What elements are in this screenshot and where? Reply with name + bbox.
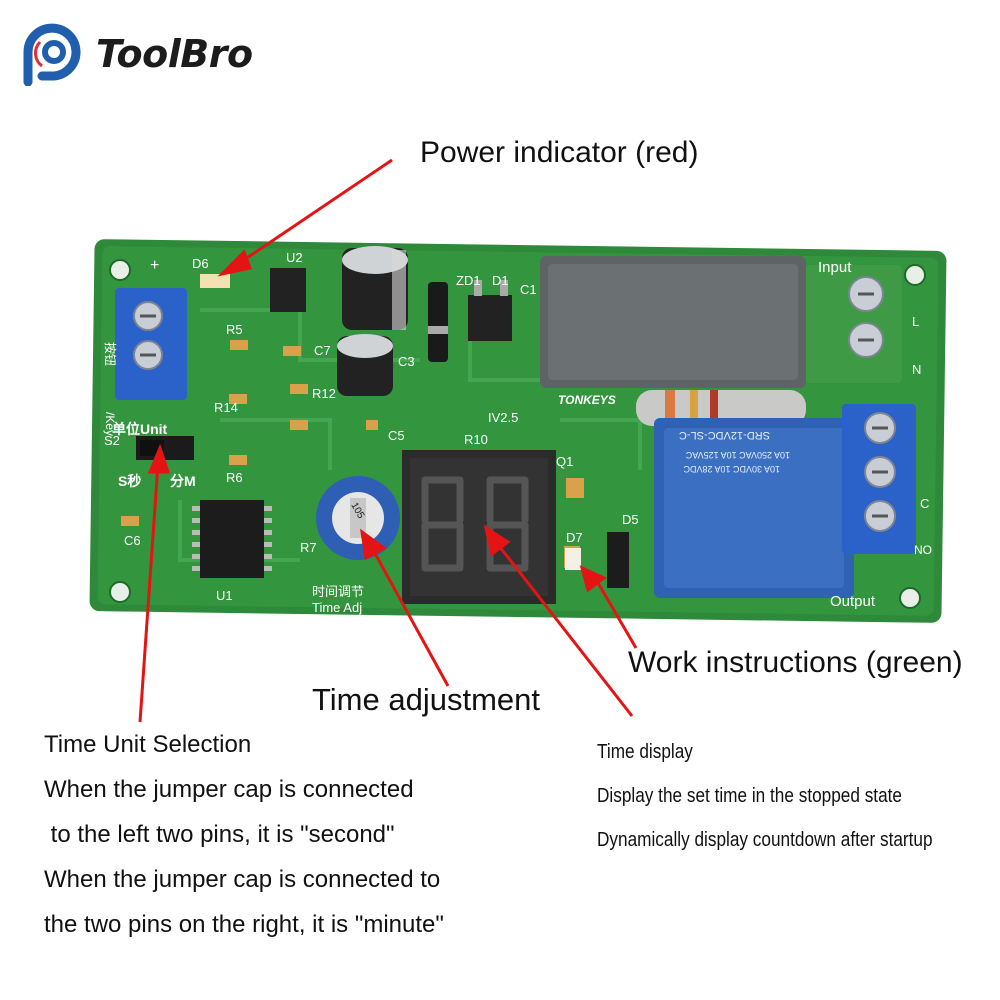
label-input: Input — [818, 259, 852, 276]
label-time-adj: Time Adj — [312, 600, 362, 615]
time-unit-line: the two pins on the right, it is "minute… — [44, 911, 444, 938]
callout-work-instructions: Work instructions (green) — [628, 646, 963, 679]
label-c7: C7 — [314, 343, 331, 358]
label-unit: 单位Unit — [112, 421, 168, 437]
time-unit-notes: Time Unit Selection When the jumper cap … — [44, 722, 444, 947]
arrow-time-display — [494, 541, 634, 717]
label-unit-m: 分M — [170, 473, 196, 489]
mount-hole-icon — [109, 259, 131, 281]
capacitor-c3 — [337, 334, 393, 396]
label-unit-s: S秒 — [118, 473, 141, 489]
label-c6: C6 — [124, 533, 141, 548]
label-r7: R7 — [300, 540, 317, 555]
time-display-line: Dynamically display countdown after star… — [597, 829, 933, 851]
label-u1: U1 — [216, 588, 233, 603]
label-relay-spec-1: 10A 250VAC 10A 125VAC — [685, 450, 790, 460]
label-no: NO — [914, 543, 932, 557]
time-display-line: Display the set time in the stopped stat… — [597, 785, 902, 807]
time-unit-title: Time Unit Selection — [44, 731, 252, 758]
input-terminal — [806, 265, 902, 383]
arrow-time-unit — [138, 463, 160, 723]
ic-u1 — [192, 500, 272, 578]
label-r10: R10 — [464, 432, 488, 447]
arrow-power — [231, 158, 393, 270]
label-r6: R6 — [226, 470, 243, 485]
label-r12: R12 — [312, 386, 336, 401]
jumper-header — [136, 436, 194, 460]
potentiometer — [316, 476, 400, 560]
brand-name: ToolBro — [96, 32, 253, 76]
time-unit-line: to the left two pins, it is "second" — [44, 821, 395, 848]
arrow-time-adjust — [370, 547, 450, 687]
time-display-notes: Time display Display the set time in the… — [597, 730, 933, 862]
relay — [654, 418, 854, 598]
toolbro-logo-icon — [23, 23, 81, 86]
label-key-cn: 按钮 — [103, 342, 118, 366]
label-n: N — [912, 362, 921, 377]
label-c5: C5 — [388, 428, 405, 443]
label-c3: C3 — [398, 354, 415, 369]
label-d5: D5 — [622, 512, 639, 527]
label-r14: R14 — [214, 400, 238, 415]
label-relay-model: SRD-12VDC-SL-C — [679, 429, 770, 441]
label-d6: D6 — [192, 256, 209, 271]
label-zd1: ZD1 — [456, 273, 481, 288]
callout-time-adjustment: Time adjustment — [312, 682, 540, 717]
label-plus: + — [150, 257, 159, 274]
label-relay-spec-2: 10A 30VDC 10A 28VDC — [683, 464, 780, 474]
power-resistor — [636, 390, 806, 426]
power-led — [200, 274, 230, 288]
output-terminal — [842, 404, 916, 554]
label-nc: C — [920, 496, 929, 511]
callout-power-indicator: Power indicator (red) — [420, 136, 699, 169]
label-l: L — [912, 314, 919, 329]
arrow-work — [592, 575, 638, 649]
time-unit-line: When the jumper cap is connected to — [44, 866, 441, 893]
label-c1: C1 — [520, 282, 537, 297]
key-terminal — [115, 288, 187, 400]
label-s2: S2 — [104, 433, 120, 448]
label-d1: D1 — [492, 273, 509, 288]
label-r5: R5 — [226, 322, 243, 337]
label-q1: Q1 — [556, 454, 573, 469]
label-time-adj-cn: 时间调节 — [312, 584, 364, 599]
label-brand-mark: TONKEYS — [558, 393, 616, 407]
label-output: Output — [830, 593, 876, 610]
work-led — [565, 548, 581, 570]
capacitor-c-large — [342, 246, 408, 330]
label-d7: D7 — [566, 530, 583, 545]
time-display-title: Time display — [597, 741, 693, 763]
label-key: /Key — [103, 412, 117, 436]
seven-segment-display — [402, 450, 556, 604]
label-iv25: IV2.5 — [488, 410, 518, 425]
label-u2: U2 — [286, 250, 303, 265]
time-unit-line: When the jumper cap is connected — [44, 776, 414, 803]
